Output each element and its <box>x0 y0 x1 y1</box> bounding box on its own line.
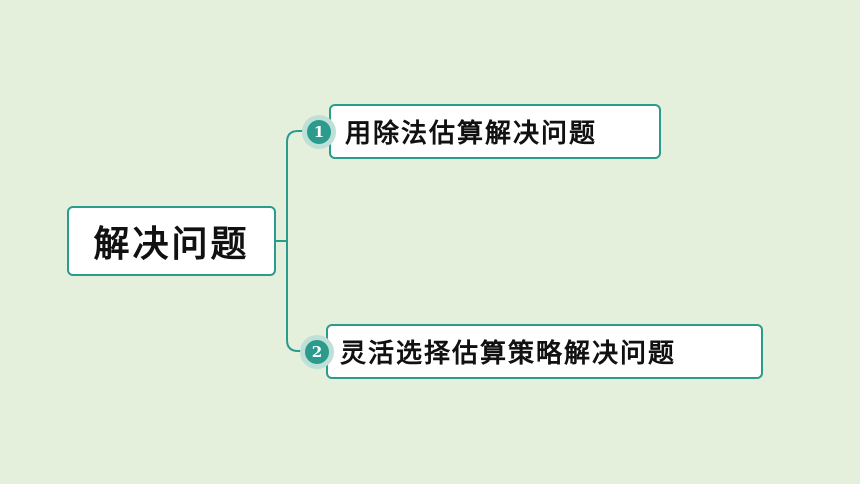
branch-2-connector <box>286 241 310 352</box>
root-node-label: 解决问题 <box>93 223 250 265</box>
branch-1-connector <box>286 130 312 241</box>
branch-node-2-label: 灵活选择估算策略解决问题 <box>340 339 677 369</box>
branch-2-number-badge: 2 <box>305 340 329 364</box>
branch-node-2: 灵活选择估算策略解决问题 <box>326 324 763 379</box>
branch-node-1-label: 用除法估算解决问题 <box>345 119 598 149</box>
root-node: 解决问题 <box>67 206 276 276</box>
branch-2-number: 2 <box>311 343 323 361</box>
branch-1-number-badge: 1 <box>307 120 331 144</box>
branch-1-number: 1 <box>313 123 325 141</box>
branch-node-1: 用除法估算解决问题 <box>329 104 661 159</box>
